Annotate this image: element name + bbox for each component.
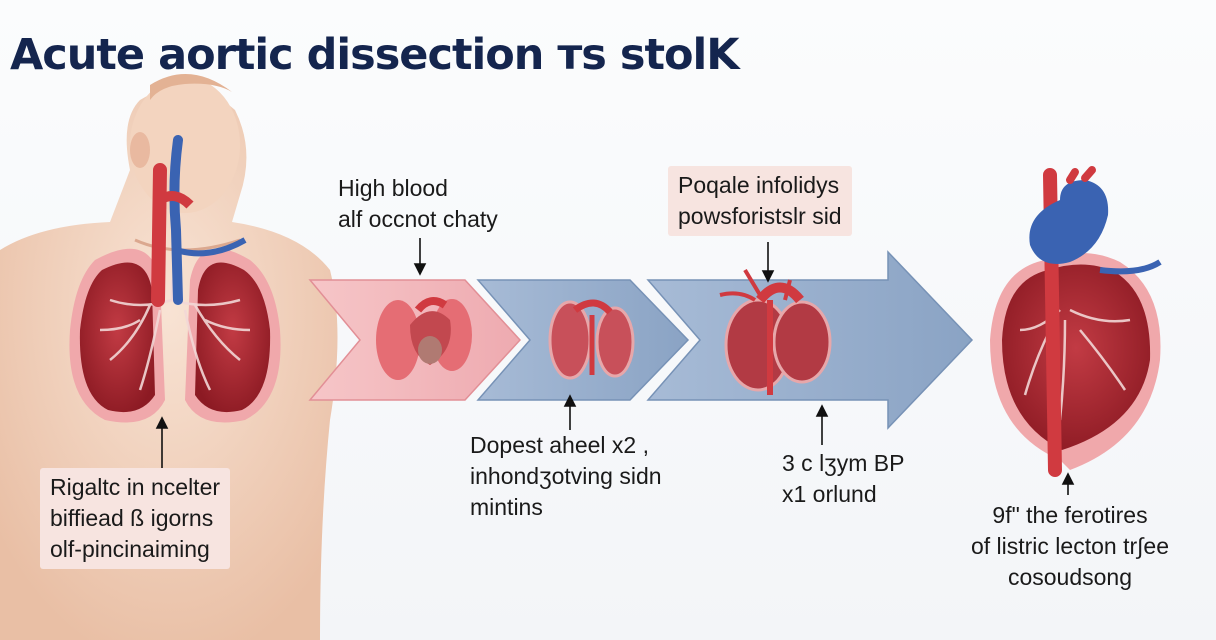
- stage-3-top-label: Poqale infolidys powsforistslr sid: [668, 166, 852, 236]
- stage-2-bottom-line-2: inhondʒotving sidn: [470, 463, 662, 489]
- lung-heart-illustration: [376, 297, 472, 380]
- page-title: Acute aortic dissection тs stolK: [10, 30, 740, 80]
- stage-1-line-1: Rigaltc in ncelter: [50, 474, 221, 500]
- human-torso-illustration: [0, 74, 338, 640]
- stage-4-label: 9fʺ the ferotires of listric lecton tr∫e…: [945, 500, 1195, 593]
- stage-3-bottom-line-1: 3 c lʒym BP: [782, 450, 905, 476]
- stage-4-line-3: cosoudsong: [1007, 564, 1133, 590]
- stage-4-line-1: 9fʺ the ferotires: [992, 502, 1148, 528]
- stage-2-top-label: High blood alf occnot chaty: [338, 173, 498, 235]
- stage-2-top-line-2: alf occnot chaty: [338, 206, 498, 232]
- stage-1-line-3: olf-pincinaiming: [50, 536, 210, 562]
- stage-2-bottom-label: Dopest aheel x2 , inhondʒotving sidn min…: [470, 430, 662, 523]
- stage-3-bottom-label: 3 c lʒym BP x1 orlund: [782, 448, 904, 510]
- stage-1-label: Rigaltc in ncelter biffiead ß igorns olf…: [40, 468, 231, 569]
- stage-4-line-2: of listric lecton tr∫ee: [970, 533, 1170, 559]
- lung-heart-illustration: [548, 299, 635, 380]
- stage-1-line-2: biffiead ß igorns: [50, 505, 214, 531]
- pointer-arrows: [155, 238, 1075, 495]
- stage-2-bottom-line-3: mintins: [470, 494, 543, 520]
- stage-2-bottom-line-1: Dopest aheel x2 ,: [470, 432, 650, 458]
- stage-3-bottom-line-2: x1 orlund: [782, 481, 877, 507]
- stage-2-top-line-1: High blood: [338, 175, 448, 201]
- stage-3-top-line-2: powsforistslr sid: [678, 203, 842, 229]
- heart-illustration: [990, 166, 1162, 477]
- heart-illustration: [719, 268, 832, 395]
- stage-3-top-line-1: Poqale infolidys: [678, 172, 840, 198]
